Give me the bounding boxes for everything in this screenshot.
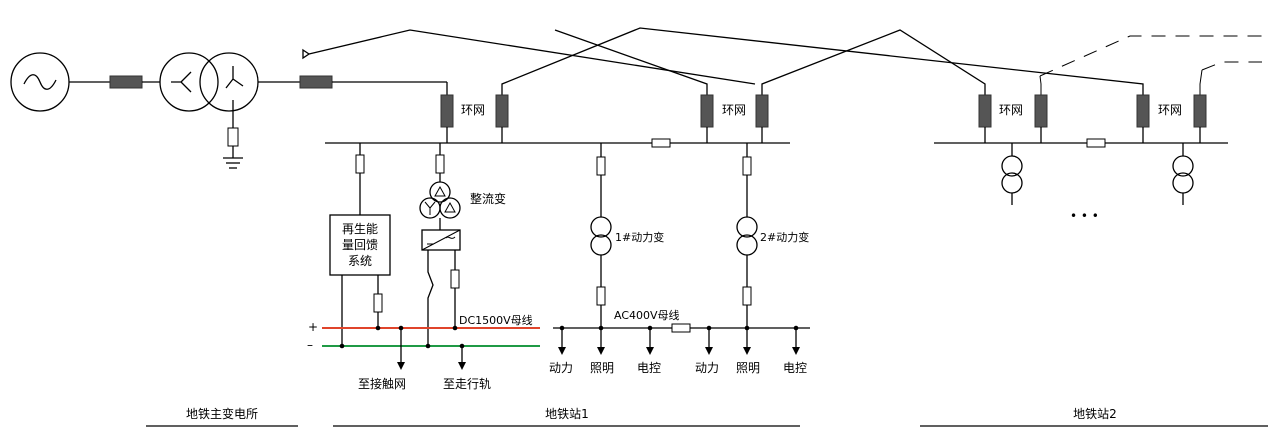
arrow-down-icon — [792, 347, 800, 355]
transformer-secondary-winding — [199, 52, 259, 112]
ring-label-3: 环网 — [999, 103, 1023, 117]
ring-switch-1 — [440, 94, 454, 128]
power-transformer-2-secondary — [736, 234, 758, 256]
ac-bus-label: AC400V母线 — [614, 308, 680, 322]
rectifier-label: 整流变 — [470, 191, 506, 206]
arrow-down-icon — [597, 347, 605, 355]
arrow-down-icon — [397, 362, 405, 370]
power-transformer-1-label: 1#动力变 — [615, 230, 664, 244]
ring-switch-7 — [1136, 94, 1150, 128]
bus-tie-switch-2 — [1086, 138, 1106, 148]
arrow-down-icon — [646, 347, 654, 355]
ring-label-1: 环网 — [461, 103, 485, 117]
power-transformer-2-primary — [736, 216, 758, 238]
regen-label-line3: 系统 — [348, 254, 372, 268]
load-power-1: 动力 — [549, 361, 573, 375]
regen-label-line1: 再生能 — [342, 222, 378, 236]
rectifier-breaker — [435, 154, 445, 174]
ring-switch-8 — [1193, 94, 1207, 128]
section-captions: 地铁主变电所 地铁站1 地铁站2 — [146, 406, 1268, 427]
dc-negative-label: – — [307, 338, 313, 352]
ac-bus-section: AC400V母线 动力 照明 电控 动力 照明 电控 — [549, 308, 810, 375]
load-control-2: 电控 — [783, 361, 807, 375]
arrow-down-icon — [705, 347, 713, 355]
star-winding-icon — [225, 66, 244, 89]
cable-switchgear-1 — [109, 75, 143, 89]
regen-label-line2: 量回馈 — [342, 238, 378, 252]
load-power-2: 动力 — [695, 361, 719, 375]
load-lighting-2: 照明 — [736, 361, 760, 375]
section-station-2: 地铁站2 — [1073, 407, 1117, 421]
power-transformer-1-primary — [590, 216, 612, 238]
ring-switch-4 — [755, 94, 769, 128]
power-transformer-1-lv-breaker — [596, 286, 606, 306]
dc-feeder-breaker — [450, 269, 460, 289]
rectifier-bridge — [421, 229, 461, 251]
ring-switch-3 — [700, 94, 714, 128]
ring-switch-2 — [495, 94, 509, 128]
section-station-1: 地铁站1 — [545, 407, 589, 421]
ring-label-2: 环网 — [722, 103, 746, 117]
power-transformer-2-breaker — [742, 156, 752, 176]
regen-energy-feedback-system — [329, 214, 391, 276]
arrow-down-icon — [558, 347, 566, 355]
station-2: 环网 环网 • • • — [934, 94, 1228, 223]
load-control-1: 电控 — [637, 361, 661, 375]
regen-feeder: 再生能 量回馈 系统 — [329, 143, 391, 346]
cable-switchgear-2 — [299, 75, 333, 89]
ac-wave-icon — [23, 74, 57, 90]
main-substation — [10, 52, 447, 169]
rectifier-feeder: 整流变 — [419, 143, 506, 346]
power-transformer-2-label: 2#动力变 — [760, 230, 809, 244]
ring-switch-5 — [978, 94, 992, 128]
regen-dc-breaker — [373, 293, 383, 313]
power-transformer-2-lv-breaker — [742, 286, 752, 306]
station-2-transformer-2-primary — [1172, 155, 1194, 177]
rectifier-transformer-delta — [439, 197, 461, 219]
to-running-rail-label: 至走行轨 — [443, 377, 491, 391]
dc-bus-section: + – DC1500V母线 至接触网 至走行轨 — [307, 313, 540, 391]
ring-network-cables — [302, 27, 1262, 95]
station-2-transformer-1-primary — [1001, 155, 1023, 177]
star-winding-icon — [171, 71, 192, 93]
section-main-substation: 地铁主变电所 — [186, 406, 258, 421]
to-catenary-label: 至接触网 — [358, 376, 406, 391]
ring-switch-6 — [1034, 94, 1048, 128]
power-transformer-1-secondary — [590, 234, 612, 256]
power-transformer-1-feeder: 1#动力变 — [590, 143, 664, 328]
ac-bus-tie-switch — [671, 323, 691, 333]
dc-positive-label: + — [308, 320, 318, 334]
dc-bus-label: DC1500V母线 — [459, 313, 533, 327]
ring-label-4: 环网 — [1158, 103, 1182, 117]
transformer-primary-winding — [159, 52, 219, 112]
rectifier-transformer-primary — [429, 181, 451, 203]
regen-breaker — [355, 154, 365, 174]
station-1-ring-switchgear: 环网 环网 — [325, 94, 790, 148]
power-transformer-2-feeder: 2#动力变 — [736, 143, 809, 328]
power-transformer-1-breaker — [596, 156, 606, 176]
arrow-down-icon — [743, 347, 751, 355]
bus-tie-switch-1 — [651, 138, 671, 148]
feeder-arrow-icon — [302, 48, 311, 60]
load-lighting-1: 照明 — [590, 361, 614, 375]
arrow-down-icon — [458, 362, 466, 370]
more-stations-ellipsis: • • • — [1070, 209, 1099, 223]
grounding-resistor — [227, 127, 239, 147]
